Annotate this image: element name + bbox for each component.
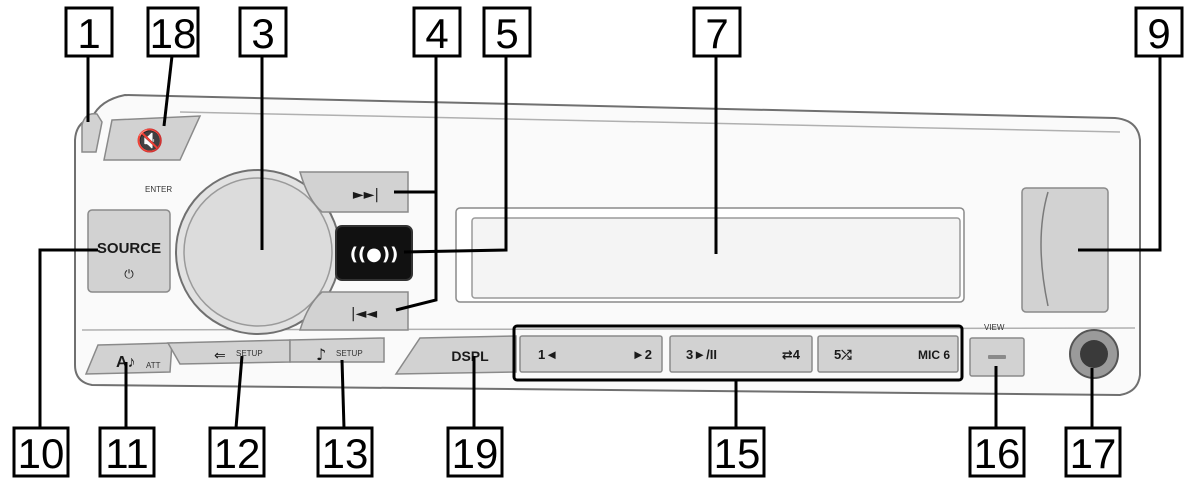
- mute-button[interactable]: [103, 115, 202, 161]
- callout-18: 18: [146, 6, 200, 58]
- seek-prev-button[interactable]: [298, 291, 409, 331]
- leader-10: [38, 248, 98, 428]
- svg-text:13: 13: [322, 430, 369, 477]
- svg-text:12: 12: [214, 430, 261, 477]
- view-button-marker: [988, 355, 1006, 359]
- svg-text:11: 11: [105, 430, 149, 477]
- prev-track-icon: |◄◄: [351, 306, 377, 322]
- release-button[interactable]: [81, 112, 103, 153]
- callout-17: 17: [1064, 426, 1122, 478]
- svg-text:18: 18: [150, 10, 197, 57]
- dspl-button[interactable]: [394, 335, 517, 375]
- source-button-label: SOURCE: [97, 240, 161, 257]
- svg-text:1: 1: [77, 10, 100, 57]
- callout-19: 19: [446, 426, 504, 478]
- callout-10: 10: [12, 426, 70, 478]
- callout-4: 4: [412, 6, 462, 58]
- back-setup-button[interactable]: [166, 339, 291, 365]
- att-button[interactable]: [84, 342, 173, 375]
- leader-13: [340, 359, 346, 429]
- preset-3-label: 3►/II: [686, 347, 717, 362]
- preset-2-label: ►2: [632, 347, 652, 362]
- leader-12: [234, 355, 244, 429]
- mute-icon: 🔇: [136, 128, 163, 154]
- callout-3: 3: [238, 6, 288, 58]
- leader-4b: [395, 192, 438, 312]
- seek-next-button[interactable]: [299, 171, 409, 213]
- sound-icon: ((●)): [350, 244, 399, 265]
- sound-setup-button[interactable]: [289, 337, 385, 363]
- preset-5-label: 5⤮: [834, 347, 852, 362]
- callout-16: 16: [968, 426, 1026, 478]
- callout-5: 5: [482, 6, 532, 58]
- callout-13: 13: [316, 426, 374, 478]
- preset-button-3-4[interactable]: [669, 335, 813, 373]
- leader-9: [1078, 56, 1162, 252]
- callout-12: 12: [208, 426, 266, 478]
- att-small-label: ATT: [146, 361, 161, 370]
- back-icon: ⇐: [214, 348, 226, 364]
- callout-7: 7: [692, 6, 742, 58]
- preset-button-5-6[interactable]: [817, 335, 959, 373]
- front-panel-top-edge: [179, 111, 1121, 133]
- preset-buttons-group: [512, 324, 964, 382]
- power-icon: ⏻: [124, 267, 134, 281]
- svg-text:4: 4: [425, 10, 448, 57]
- svg-text:19: 19: [452, 430, 499, 477]
- aux-input-hole: [1080, 340, 1108, 368]
- svg-text:7: 7: [705, 10, 728, 57]
- callout-15: 15: [708, 426, 766, 478]
- leader-18: [162, 55, 174, 127]
- callout-11: 11: [98, 426, 156, 478]
- dspl-label: DSPL: [451, 348, 489, 364]
- callout-9: 9: [1134, 6, 1184, 58]
- svg-text:5: 5: [495, 10, 518, 57]
- preset-6-label: MIC 6: [918, 348, 950, 362]
- callout-1: 1: [64, 6, 114, 58]
- enter-label: ENTER: [145, 185, 172, 194]
- leader-5: [403, 56, 508, 254]
- svg-text:17: 17: [1070, 430, 1117, 477]
- svg-text:15: 15: [714, 430, 761, 477]
- music-note-icon: ♪: [316, 345, 326, 364]
- view-label: VIEW: [984, 323, 1005, 332]
- svg-text:9: 9: [1147, 10, 1170, 57]
- next-track-icon: ►►|: [353, 187, 379, 203]
- sound-setup-small-label: SETUP: [336, 349, 363, 358]
- svg-text:10: 10: [18, 430, 65, 477]
- preset-button-1-2[interactable]: [519, 335, 663, 373]
- preset-4-label: ⇄4: [782, 347, 801, 362]
- svg-text:3: 3: [251, 10, 274, 57]
- back-setup-small-label: SETUP: [236, 349, 263, 358]
- preset-1-label: 1◄: [538, 347, 558, 362]
- usb-cover-slot: [1040, 191, 1049, 307]
- control-dial[interactable]: [183, 177, 333, 327]
- svg-text:16: 16: [974, 430, 1021, 477]
